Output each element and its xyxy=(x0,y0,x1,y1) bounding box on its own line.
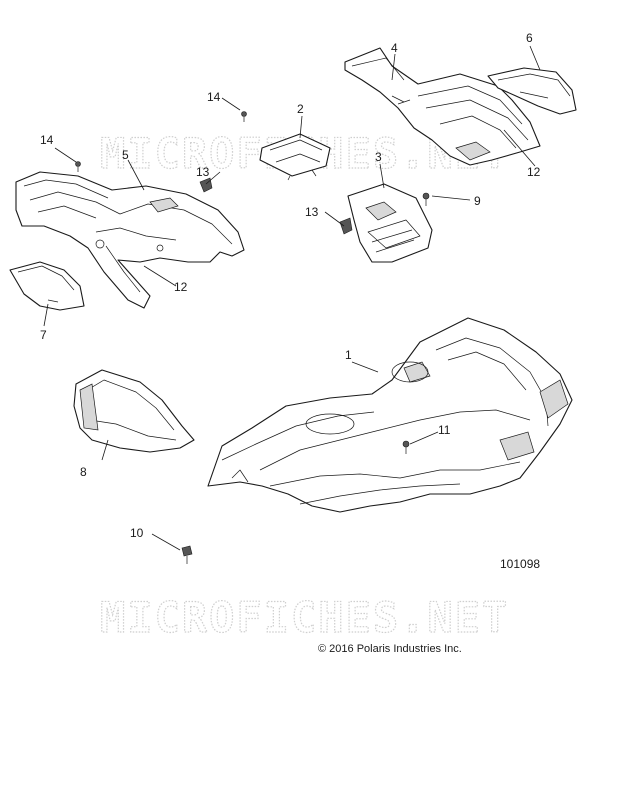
callout-14-left: 14 xyxy=(40,133,54,147)
callout-11: 11 xyxy=(438,423,451,437)
callout-8: 8 xyxy=(80,465,87,479)
callout-9: 9 xyxy=(474,194,481,208)
callout-14-top: 14 xyxy=(207,90,221,104)
callout-12-upper: 12 xyxy=(527,165,541,179)
callout-12-lower: 12 xyxy=(174,280,188,294)
part-4-rear-console xyxy=(344,47,541,166)
part-14-push-rivet-top xyxy=(241,111,247,122)
watermark-bottom: MICROFICHES.NET xyxy=(100,593,509,642)
part-9-screw xyxy=(422,192,430,206)
part-13-clip-lower xyxy=(339,217,353,235)
callout-3: 3 xyxy=(375,150,382,164)
drawing-number: 101098 xyxy=(500,557,540,571)
callout-2: 2 xyxy=(297,102,304,116)
callout-5: 5 xyxy=(122,148,129,162)
part-1-main-body xyxy=(207,317,573,513)
callout-4: 4 xyxy=(391,41,398,55)
callout-6: 6 xyxy=(526,31,533,45)
part-5-front-dash xyxy=(15,171,245,309)
callout-7: 7 xyxy=(40,328,47,342)
part-10-bolt xyxy=(181,545,193,564)
callout-1: 1 xyxy=(345,348,352,362)
copyright: © 2016 Polaris Industries Inc. xyxy=(318,643,462,655)
part-8-side-shroud xyxy=(73,369,195,453)
part-11-screw xyxy=(402,440,410,454)
callout-13-lower: 13 xyxy=(305,205,319,219)
part-7-left-panel xyxy=(9,261,85,311)
part-14-push-rivet-left xyxy=(75,161,81,172)
leader-lines xyxy=(43,45,541,551)
callout-10: 10 xyxy=(130,526,144,540)
part-3-console-housing xyxy=(347,183,433,263)
part-2-plate xyxy=(259,133,331,181)
callout-13-upper: 13 xyxy=(196,165,210,179)
